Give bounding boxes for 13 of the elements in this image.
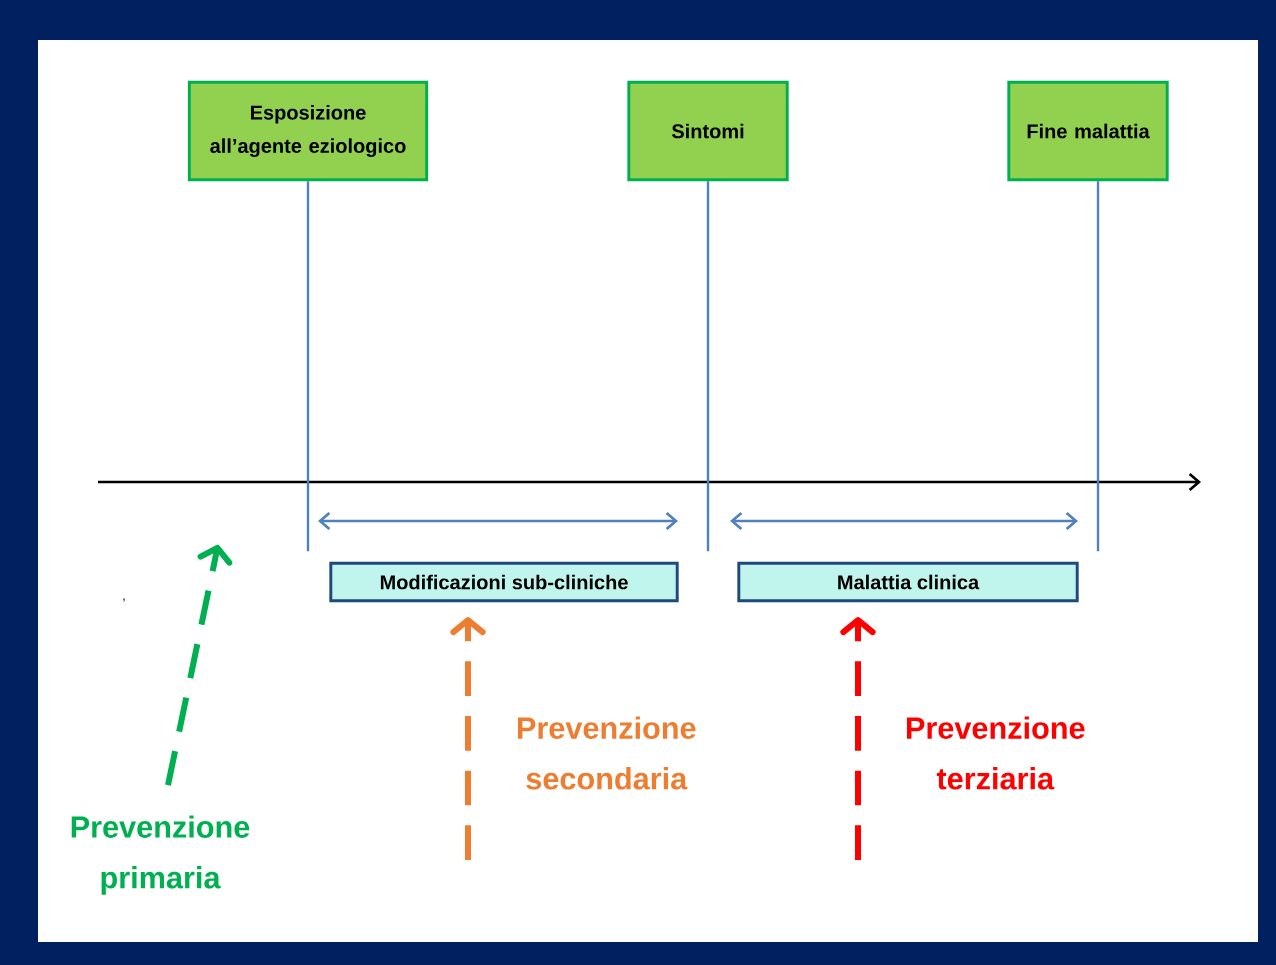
event-box: Esposizione all’agente eziologico	[187, 80, 429, 182]
marker-line	[306, 181, 310, 552]
event-box: Fine malattia	[1007, 80, 1169, 182]
stray-mark: ’	[123, 598, 125, 602]
phase-box: Malattia clinica	[737, 561, 1079, 603]
phase-box: Modificazioni sub-cliniche	[329, 561, 679, 603]
prevention-label: Prevenzione secondaria	[518, 716, 696, 790]
marker-line	[1096, 181, 1100, 552]
marker-line	[706, 181, 710, 552]
arrow	[165, 544, 233, 786]
event-box: Sintomi	[627, 80, 789, 182]
prevention-label: Prevenzione terziaria	[907, 716, 1085, 790]
prevention-label: Prevenzione primaria	[71, 815, 250, 895]
